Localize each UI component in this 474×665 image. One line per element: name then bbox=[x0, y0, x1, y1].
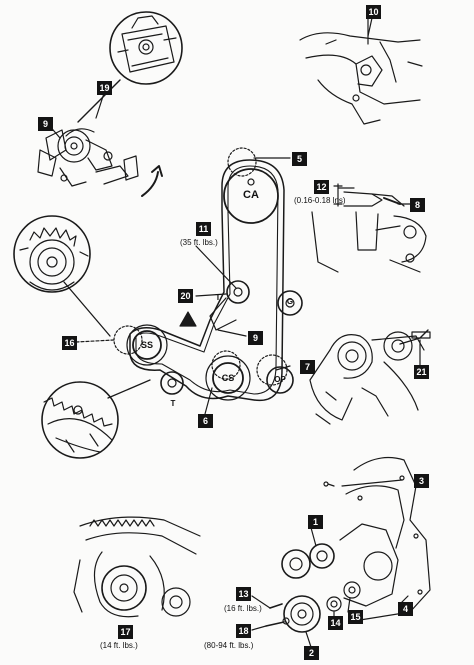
detail-belt-teeth-inset bbox=[41, 379, 151, 459]
callout-12: 12 bbox=[314, 180, 329, 194]
pulley-label-t-upper: T bbox=[215, 293, 221, 302]
callout-8: 8 bbox=[410, 198, 425, 212]
callout-4: 4 bbox=[398, 602, 413, 616]
callout-13: 13 bbox=[236, 587, 251, 601]
pulley-label-ss: SS bbox=[140, 340, 153, 350]
detail-cover-assembly bbox=[251, 457, 431, 651]
callout-7: 7 bbox=[300, 360, 315, 374]
callout-9-upper: 9 bbox=[38, 117, 53, 131]
callout-6: 6 bbox=[198, 414, 213, 428]
torque-label-17: (14 ft. lbs.) bbox=[100, 641, 138, 650]
callout-17: 17 bbox=[118, 625, 133, 639]
detail-sprocket-inset bbox=[13, 215, 111, 337]
torque-label-18: (80-94 ft. lbs.) bbox=[204, 641, 254, 650]
callout-21: 21 bbox=[414, 365, 429, 379]
pulley-label-cs: CS bbox=[221, 373, 235, 383]
callout-14: 14 bbox=[328, 616, 343, 630]
detail-crank-pulley bbox=[73, 516, 201, 618]
torque-label-11: (35 ft. lbs.) bbox=[180, 238, 218, 247]
callout-20: 20 bbox=[178, 289, 193, 303]
pulley-label-g: G bbox=[286, 297, 294, 306]
detail-bracket-inset bbox=[77, 11, 183, 123]
callout-9-lower: 9 bbox=[248, 331, 263, 345]
callout-15: 15 bbox=[348, 610, 363, 624]
detail-idler-bolt bbox=[309, 329, 431, 425]
detail-tension-measure bbox=[311, 183, 427, 273]
callout-18: 18 bbox=[236, 624, 251, 638]
callout-1: 1 bbox=[308, 515, 323, 529]
pulley-label-op: OP bbox=[274, 375, 286, 384]
callout-16: 16 bbox=[62, 336, 77, 350]
spec-label-12: (0.16-0.18 lns) bbox=[294, 196, 346, 205]
callout-19: 19 bbox=[97, 81, 112, 95]
detail-engine-bracket bbox=[299, 17, 423, 125]
torque-label-13: (16 ft. lbs.) bbox=[224, 604, 262, 613]
callout-5: 5 bbox=[292, 152, 307, 166]
callout-11: 11 bbox=[196, 222, 211, 236]
pulley-label-t-lower: T bbox=[170, 399, 176, 408]
callout-2: 2 bbox=[304, 646, 319, 660]
main-belt-routing bbox=[75, 147, 303, 415]
detail-tensioner-assembly bbox=[37, 128, 163, 197]
callout-10: 10 bbox=[366, 5, 381, 19]
callout-3: 3 bbox=[414, 474, 429, 488]
pulley-label-ca: CA bbox=[243, 189, 259, 201]
